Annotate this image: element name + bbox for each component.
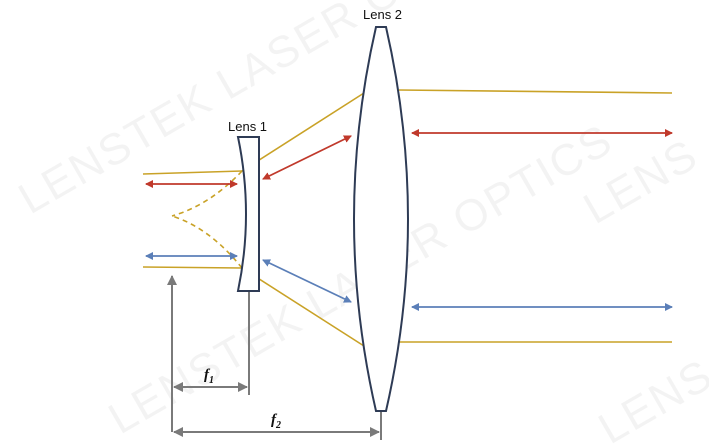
blue-arrows xyxy=(145,252,673,311)
input-ray-top xyxy=(142,170,243,175)
watermark-text: LENSTEK LASER OPTICS xyxy=(11,0,532,224)
lens-2-shape xyxy=(353,26,409,412)
virtual-focus-ray-top xyxy=(171,170,243,217)
red-arrows xyxy=(145,129,673,188)
f2-label-sub: 2 xyxy=(275,420,281,431)
f2-label: f2 xyxy=(271,412,281,431)
input-ray-bottom xyxy=(142,266,243,269)
watermark-text: LENS xyxy=(591,350,709,448)
virtual-focus-ray-bottom xyxy=(171,215,243,269)
f1-label: f1 xyxy=(204,367,214,386)
f1-label-main: f xyxy=(204,367,211,383)
blue-arrow-between xyxy=(262,259,352,303)
focal-dimensions xyxy=(167,275,382,440)
output-ray-top xyxy=(398,89,673,94)
red-arrow-between xyxy=(262,135,352,180)
f2-label-main: f xyxy=(271,412,278,428)
lens-1-shape xyxy=(236,136,260,292)
f1-label-sub: 1 xyxy=(209,375,214,386)
lens-1-label: Lens 1 xyxy=(228,119,267,134)
lens-2-label: Lens 2 xyxy=(363,7,402,22)
